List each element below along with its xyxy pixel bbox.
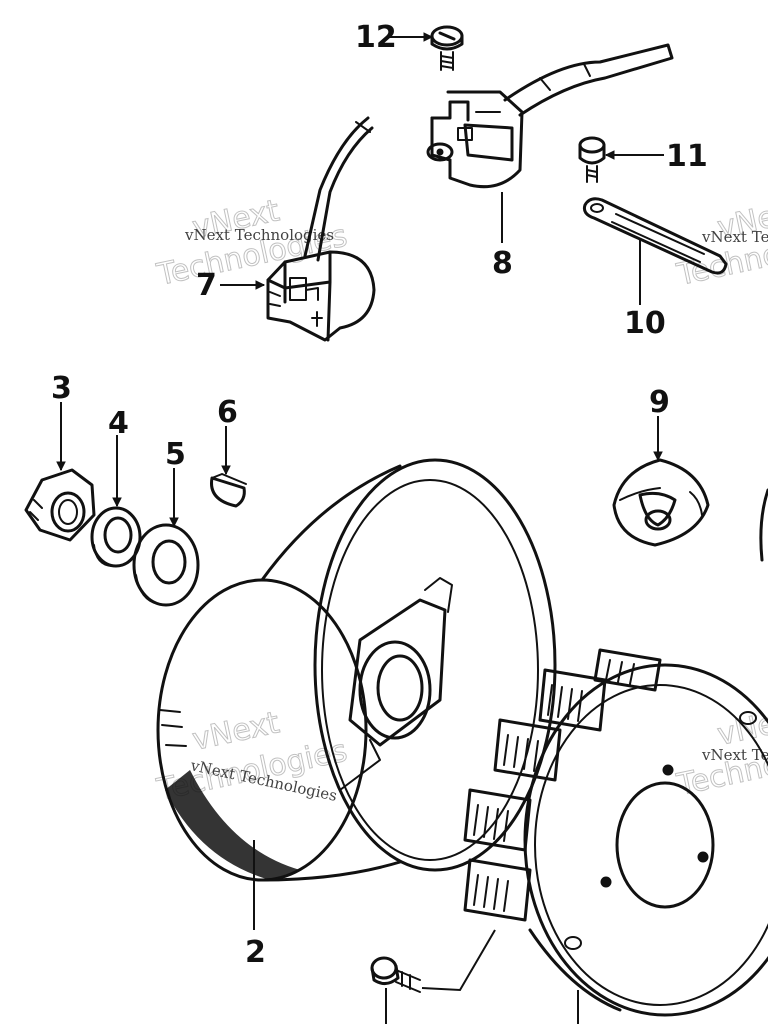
part-3-nut bbox=[24, 468, 96, 542]
leader-arrow-6 bbox=[221, 465, 231, 476]
part-11-bolt bbox=[578, 136, 606, 183]
callout-2: 2 bbox=[245, 935, 266, 970]
part-8-pulser-generator bbox=[426, 43, 674, 189]
leader-arrow-7 bbox=[255, 280, 266, 290]
callout-4: 4 bbox=[108, 406, 129, 441]
part-4-spring-washer bbox=[90, 506, 142, 568]
part-2-flywheel-rotor bbox=[156, 458, 557, 882]
callout-6: 6 bbox=[217, 395, 238, 430]
watermark-small-text: vNext Technologies bbox=[701, 228, 768, 246]
watermark-bottom-right: vNext Technologies vNext Technologies bbox=[673, 700, 768, 804]
watermark-small-text: vNext Technologies bbox=[701, 746, 768, 764]
leader-arrow-3 bbox=[56, 461, 66, 472]
part-10-cord-clamp bbox=[582, 197, 728, 275]
part-6-woodruff-key bbox=[210, 473, 247, 508]
watermark-large-line1: vNext bbox=[714, 700, 768, 753]
part-12-screw bbox=[430, 25, 464, 71]
callout-3: 3 bbox=[51, 371, 72, 406]
callout-10: 10 bbox=[624, 306, 666, 341]
partial-part-edge bbox=[759, 488, 768, 562]
callout-7: 7 bbox=[196, 268, 217, 303]
watermark-small-text: vNext Technologies bbox=[184, 226, 334, 244]
part-7-pulser-coil bbox=[266, 116, 376, 342]
bottom-screw bbox=[370, 929, 496, 993]
leader-arrow-12 bbox=[423, 32, 434, 42]
stator-assembly bbox=[463, 648, 768, 1017]
callout-5: 5 bbox=[165, 437, 186, 472]
leader-arrow-9 bbox=[653, 451, 663, 462]
callout-9: 9 bbox=[649, 385, 670, 420]
callout-8: 8 bbox=[492, 246, 513, 281]
leader-arrow-4 bbox=[112, 497, 122, 508]
callout-11: 11 bbox=[666, 139, 708, 174]
leader-arrow-5 bbox=[169, 517, 179, 528]
leader-arrow-11 bbox=[604, 150, 615, 160]
part-5-washer bbox=[132, 523, 200, 607]
callout-12: 12 bbox=[355, 20, 397, 55]
watermark-top-right: vNext Technologies vNext Technologies bbox=[673, 193, 768, 294]
part-9-grommet bbox=[612, 458, 710, 547]
